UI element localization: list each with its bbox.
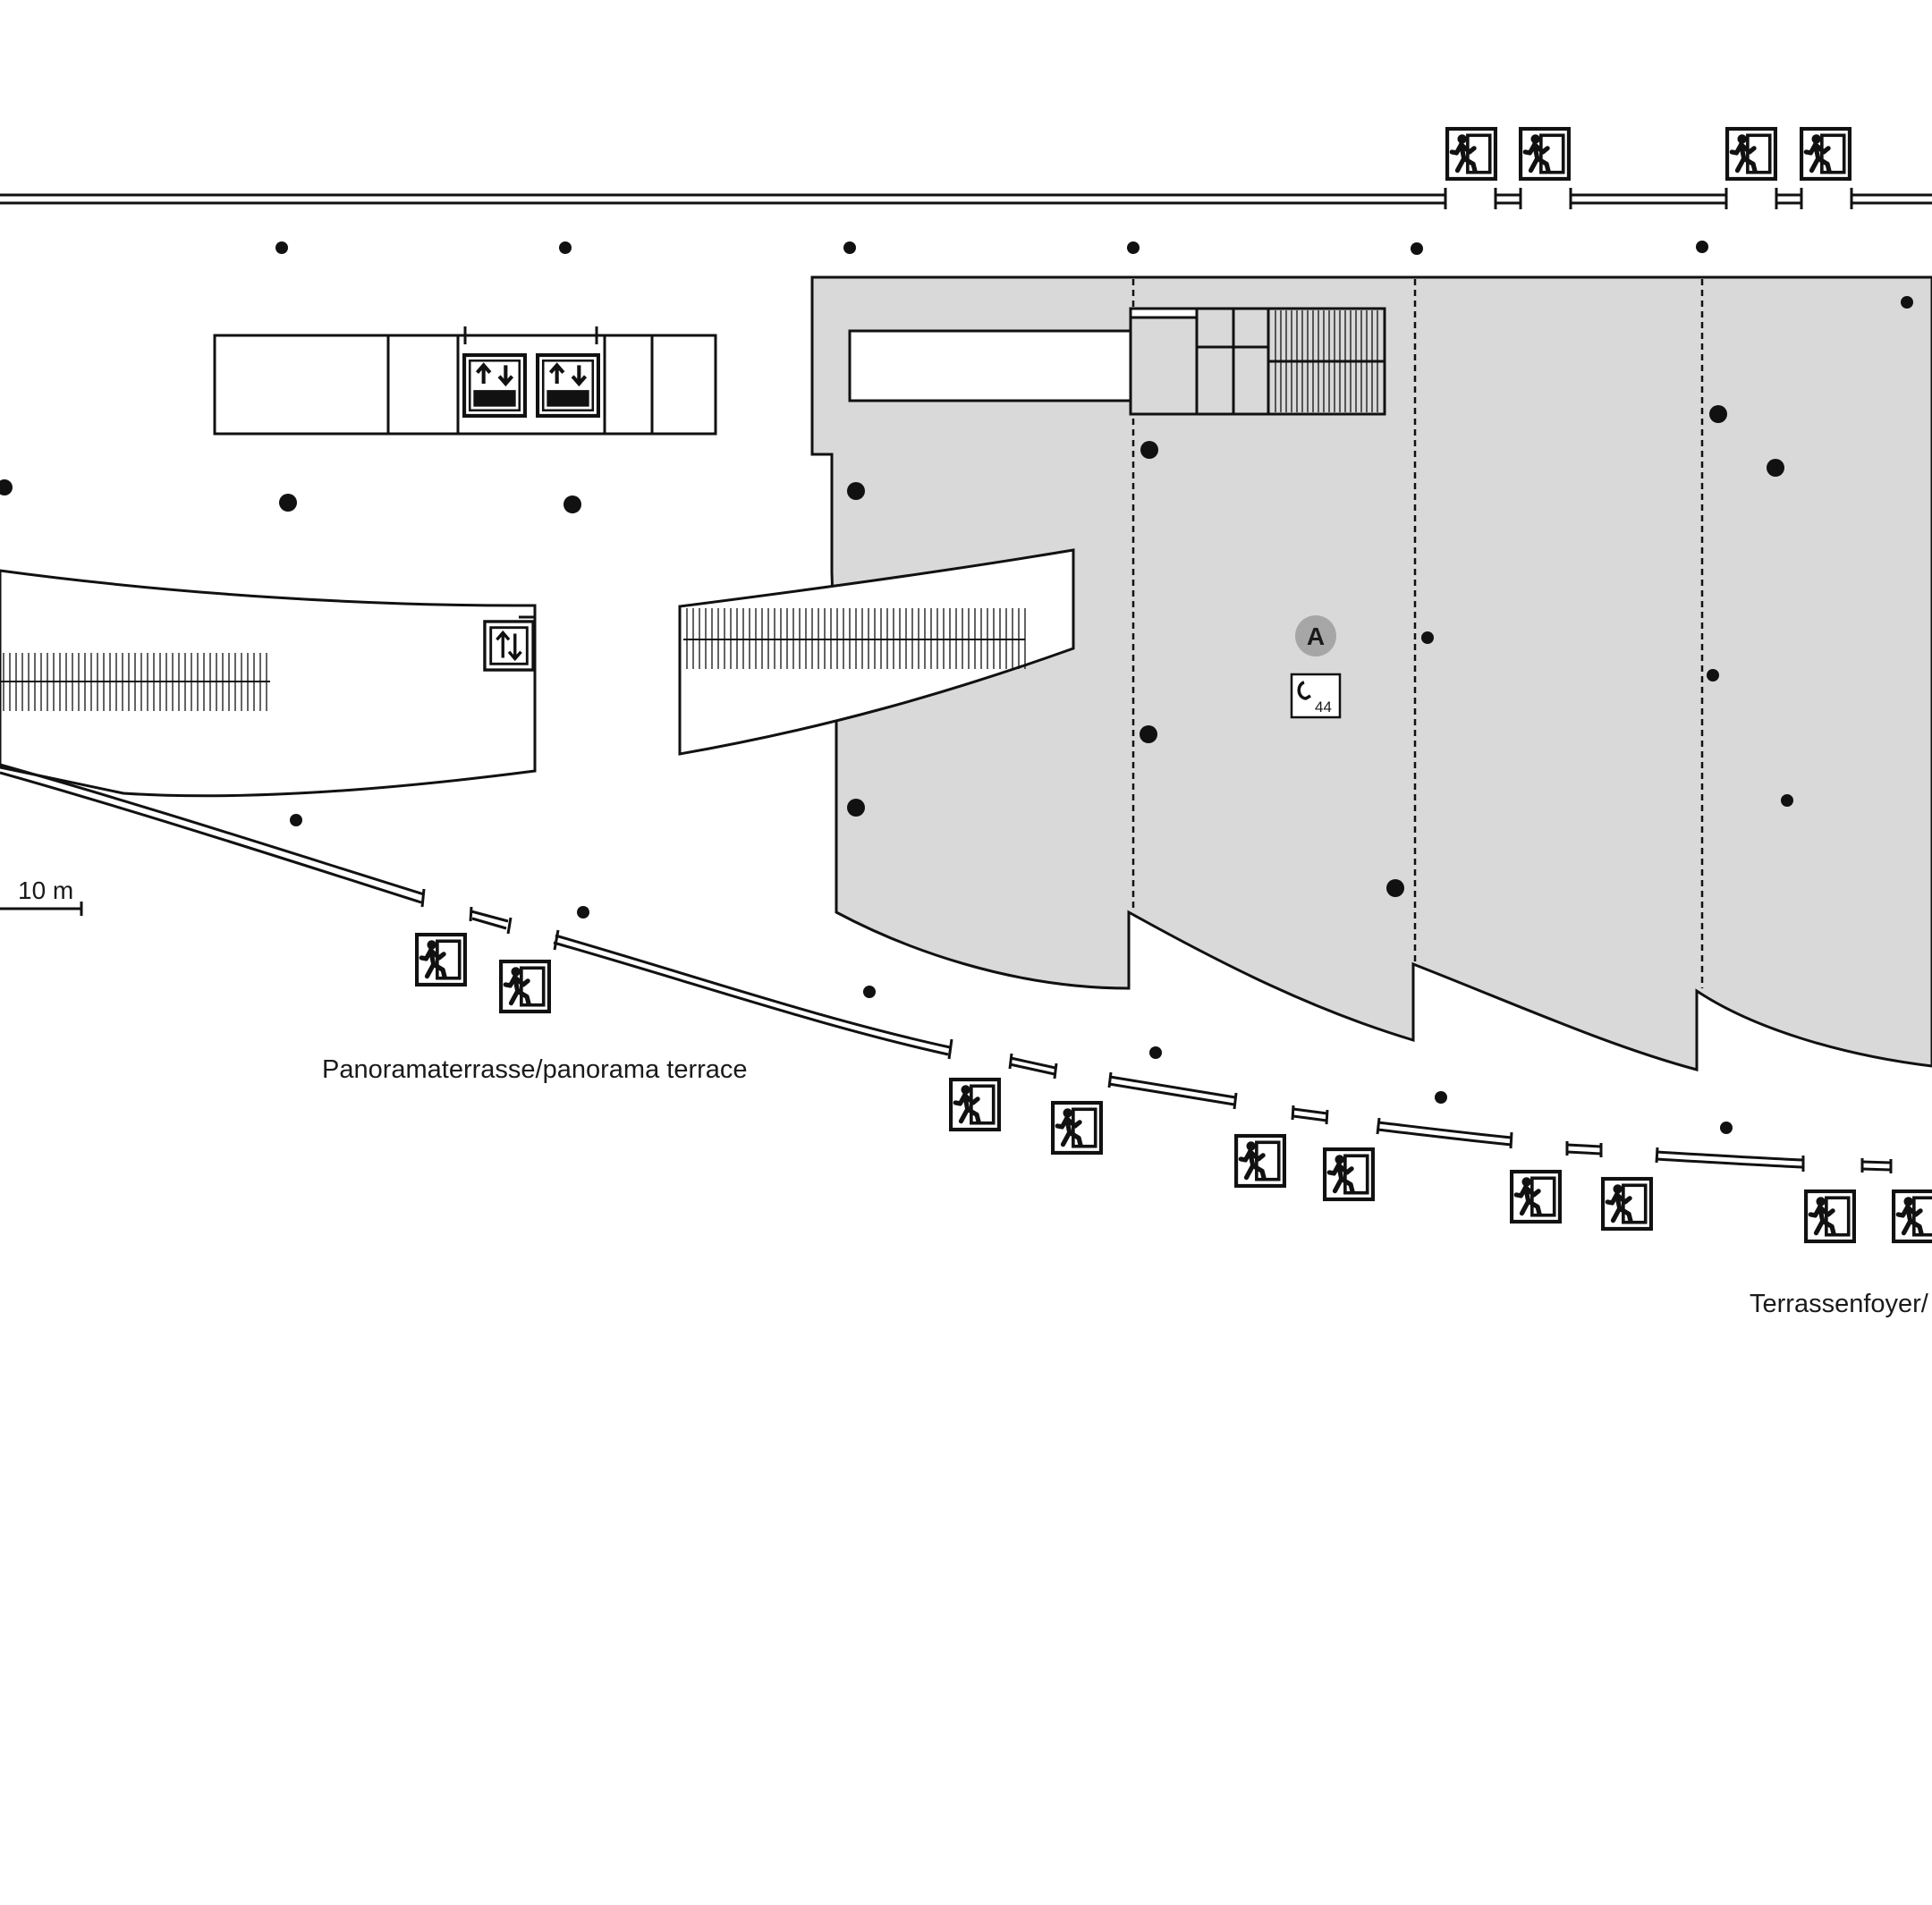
emergency-exit-icon [1521,129,1569,179]
emergency-exit-icon [951,1080,999,1130]
scale-bar: 10 m [0,876,83,916]
right-ramp [678,548,1075,756]
emergency-exit-icon [1325,1149,1373,1199]
emergency-exit-icon [1236,1136,1284,1186]
zone-marker-label: A [1307,622,1325,650]
emergency-exit-icon [1806,1191,1854,1241]
emergency-exit-icon [1512,1172,1560,1222]
scale-label: 10 m [18,876,73,904]
elevator-icon [538,355,598,416]
elevator-icon [464,355,525,416]
columns-top-row [275,241,1708,255]
stair-core [848,307,1386,416]
emergency-exit-icon [501,961,549,1012]
cloakroom-number: 44 [1315,698,1332,715]
emergency-exit-icon [1053,1103,1101,1153]
emergency-exit-icon [1603,1179,1651,1229]
south-facade-wall [0,763,1893,1173]
zone-marker: A [1295,615,1336,656]
elevator-icon [483,620,535,672]
emergency-exit-icon [1801,129,1850,179]
columns-hall [847,296,1913,897]
north-facade-wall [0,188,1932,209]
left-ramp [0,569,537,798]
hall-area [810,275,1932,1071]
terrace-foyer-label: Terrassenfoyer/ [1750,1290,1929,1318]
emergency-exit-icon [1447,129,1496,179]
emergency-exit-icon [1894,1191,1932,1241]
partition-lines [1131,279,1704,988]
emergency-exit-icon [1727,129,1775,179]
emergency-exit-icon [417,935,465,985]
panorama-terrace-label: Panoramaterrasse/panorama terrace [322,1055,748,1084]
cloakroom-icon: 44 [1290,673,1342,719]
